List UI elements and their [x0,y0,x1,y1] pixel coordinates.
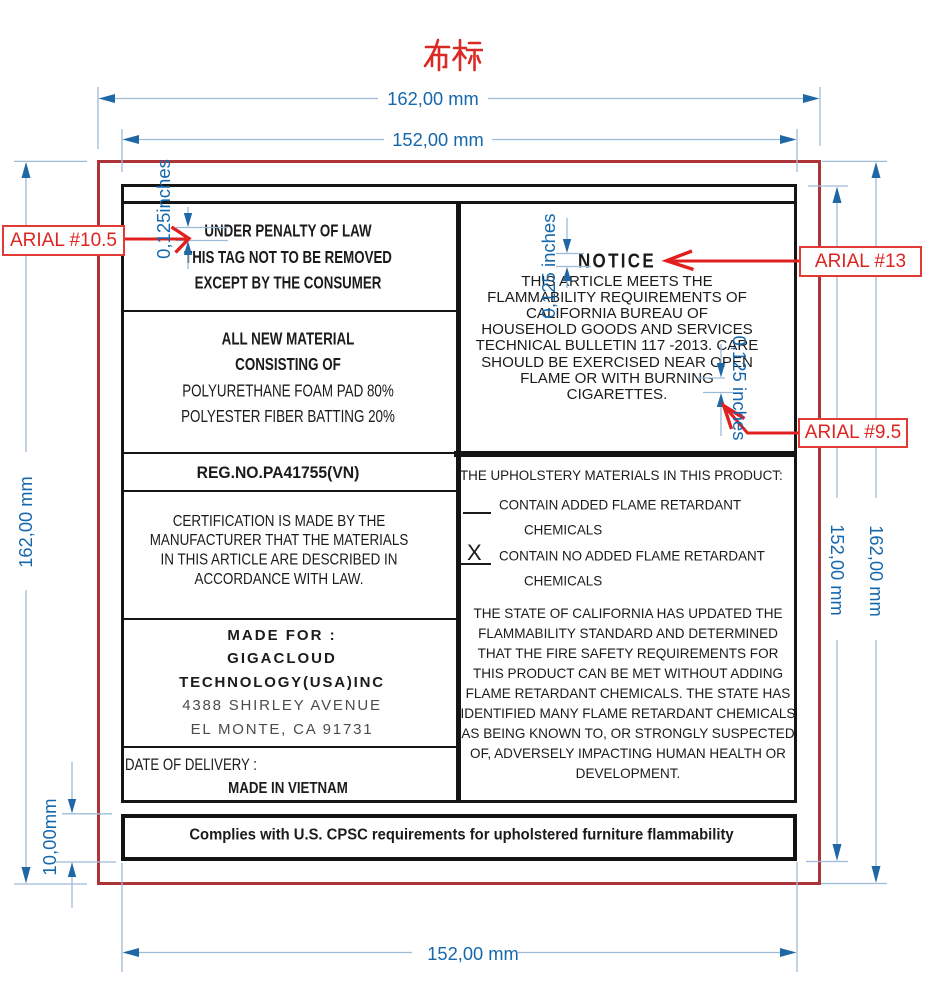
material-line: ALL NEW MATERIAL [221,328,355,349]
state-line: AS BEING KNOWN TO, OR STRONGLY SUSPECTED [461,725,795,741]
notice-line: HOUSEHOLD GOODS AND SERVICES [481,321,753,339]
cpsc-strip-text: Complies with U.S. CPSC requirements for… [189,826,734,844]
certification-cell: CERTIFICATION IS MADE BY THE MANUFACTURE… [112,511,446,589]
notice-line: CIGARETTES. [566,385,668,403]
state-line: OF, ADVERSELY IMPACTING HUMAN HEALTH OR [470,745,786,761]
state-line: FLAME RETARDANT CHEMICALS. THE STATE HAS [465,685,791,701]
dim-strip-height: 10,00mm [39,798,60,876]
row-rule-1 [121,310,459,313]
dim-outer-height-right: 162,00 mm [866,525,887,617]
row-rule-2 [121,452,459,455]
material-line: POLYESTER FIBER BATTING 20% [181,405,395,426]
cpsc-strip: Complies with U.S. CPSC requirements for… [121,814,797,861]
dimension-arrowheads [21,94,881,957]
row-rule-3 [121,490,459,493]
dim-outer-height-left: 162,00 mm [15,476,36,568]
callout-arial-10-5: ARIAL #10.5 [2,225,125,256]
callout-arial-9-5-text: ARIAL #9.5 [804,422,902,443]
made-for-line: GIGACLOUD [227,650,337,668]
penalty-line: EXCEPT BY THE CONSUMER [194,272,382,293]
state-line: FLAMMABILITY STANDARD AND DETERMINED [478,625,778,641]
option2-line: CHEMICALS [524,573,603,589]
dim-label-width-top: 152,00 mm [392,129,484,150]
option2-mark-underline [461,563,491,565]
row-rule-4 [121,618,459,621]
made-for-line: EL MONTE, CA 91731 [190,720,374,738]
notice-line: FLAME OR WITH BURNING [520,369,714,387]
penalty-line: THIS TAG NOT TO BE REMOVED [184,246,392,267]
certification-line: CERTIFICATION IS MADE BY THE [172,512,386,530]
page-title-chinese [423,38,483,72]
reg-cell: REG.NO.PA41755(VN) [196,464,360,483]
option2-line: CONTAIN NO ADDED FLAME RETARDANT [499,548,765,565]
option1-line: CONTAIN ADDED FLAME RETARDANT [499,496,742,513]
penalty-line: UNDER PENALTY OF LAW [204,220,372,241]
state-paragraph: THE STATE OF CALIFORNIA HAS UPDATED THE … [459,604,797,784]
made-for-line: MADE FOR : [227,626,337,644]
callout-arial-9-5: ARIAL #9.5 [798,418,908,448]
material-cell: ALL NEW MATERIAL CONSISTING OF POLYURETH… [121,326,455,429]
dim-outer-width-top: 162,00 mm [387,88,479,109]
state-line: IDENTIFIED MANY FLAME RETARDANT CHEMICAL… [460,705,796,721]
option2-mark: X [467,540,482,566]
callout-arial-13: ARIAL #13 [799,246,922,277]
notice-paragraph: THIS ARTICLE MEETS THE FLAMMABILITY REQU… [459,273,775,403]
state-line: THE STATE OF CALIFORNIA HAS UPDATED THE [473,605,783,621]
dim-notice-margin: 0,125 inches [538,213,559,319]
row-rule-5 [121,746,459,749]
made-for-line: 4388 SHIRLEY AVENUE [182,697,382,715]
made-for-line: TECHNOLOGY(USA)INC [179,673,385,691]
callout-leaders [121,225,799,435]
made-for-cell: MADE FOR : GIGACLOUD TECHNOLOGY(USA)INC … [115,624,449,742]
notice-title: NOTICE [577,249,657,273]
notice-line: CALIFORNIA BUREAU OF [526,305,708,323]
certification-line: IN THIS ARTICLE ARE DESCRIBED IN [160,551,398,569]
dim-penalty-margin: 0,125inches [153,159,174,259]
state-line: DEVELOPMENT. [575,765,681,781]
notice-line: TECHNICAL BULLETIN 117 -2013. CARE [475,337,759,355]
material-line: POLYURETHANE FOAM PAD 80% [182,379,394,400]
delivery-date-label: DATE OF DELIVERY : [125,754,257,774]
notice-bottom-rule [454,450,797,457]
notice-line: FLAMMABILITY REQUIREMENTS OF [487,288,747,306]
state-line: THIS PRODUCT CAN BE MET WITHOUT ADDING [472,665,784,681]
certification-line: MANUFACTURER THAT THE MATERIALS [149,531,409,549]
dim-cigarettes-margin: 0,125 inches [729,335,750,441]
outer-red-boundary [97,160,821,885]
materials-heading: THE UPHOLSTERY MATERIALS IN THIS PRODUCT… [460,468,783,484]
state-line: THAT THE FIRE SAFETY REQUIREMENTS FOR [477,645,779,661]
option1-line: CHEMICALS [524,522,603,538]
dim-label-height-right: 152,00 mm [827,524,848,616]
callout-arial-10-5-text: ARIAL #10.5 [9,229,118,251]
penalty-cell: UNDER PENALTY OF LAW THIS TAG NOT TO BE … [121,218,455,296]
notice-line: SHOULD BE EXERCISED NEAR OPEN [481,353,753,371]
column-divider [455,201,461,803]
callout-arial-13-text: ARIAL #13 [814,250,907,272]
option1-blank-line [463,511,491,514]
material-line: CONSISTING OF [235,354,341,374]
dim-label-width-bottom: 152,00 mm [427,942,519,964]
certification-line: ACCORDANCE WITH LAW. [194,570,364,588]
made-in-vietnam: MADE IN VIETNAM [228,779,348,797]
